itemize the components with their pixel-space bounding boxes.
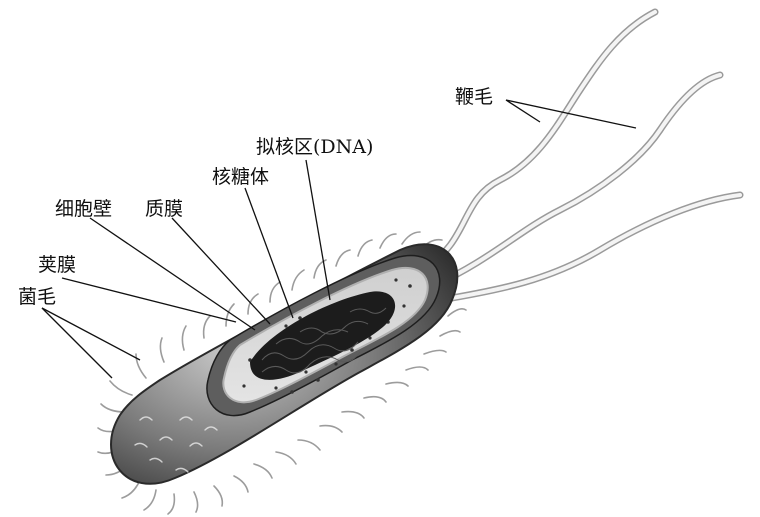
label-capsule: 荚膜 [38, 256, 76, 275]
flagella [425, 12, 740, 300]
label-flagella: 鞭毛 [455, 88, 493, 107]
label-pili: 菌毛 [18, 288, 56, 307]
label-plasma-membrane: 质膜 [145, 200, 183, 219]
label-ribosome: 核糖体 [212, 168, 269, 187]
label-cell-wall: 细胞壁 [55, 200, 112, 219]
label-nucleoid: 拟核区(DNA) [256, 138, 373, 157]
